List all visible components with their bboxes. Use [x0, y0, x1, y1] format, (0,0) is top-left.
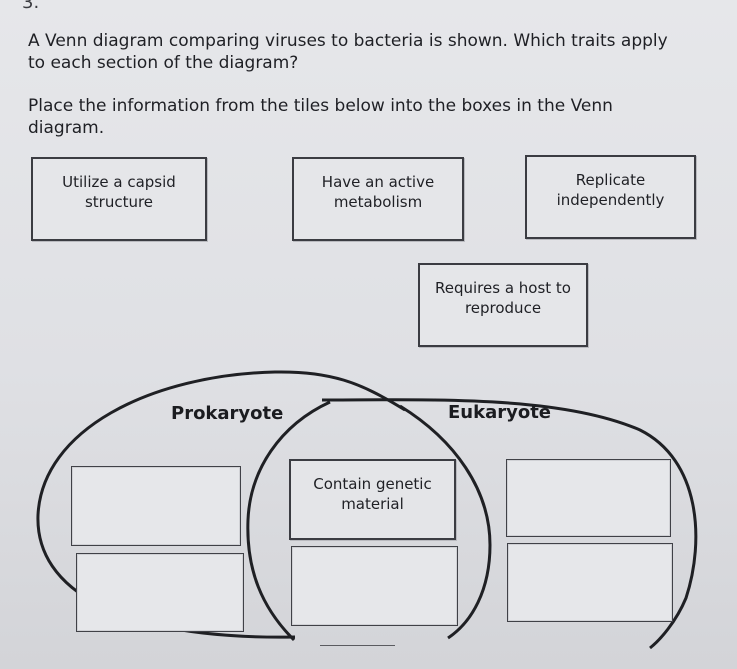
drop-box-eukaryote-1[interactable]: [506, 459, 671, 537]
tile-contain-genetic-material[interactable]: Contain genetic material: [289, 459, 456, 540]
eukaryote-circle-outer: [321, 398, 698, 650]
overlap-right-arc: [399, 404, 492, 640]
drop-box-eukaryote-2[interactable]: [507, 543, 673, 622]
drop-box-prokaryote-2[interactable]: [76, 553, 244, 632]
question-instruction: Place the information from the tiles bel…: [28, 96, 613, 138]
bottom-line: [320, 645, 395, 646]
question-text: A Venn diagram comparing viruses to bact…: [28, 31, 668, 73]
tile-utilize-capsid[interactable]: Utilize a capsid structure: [31, 157, 207, 241]
tile-active-metabolism[interactable]: Have an active metabolism: [292, 157, 464, 241]
drop-box-overlap-2[interactable]: [291, 546, 458, 626]
tile-label: Have an active metabolism: [321, 173, 435, 211]
tile-label: Replicate independently: [556, 171, 665, 209]
prokaryote-label: Prokaryote: [171, 403, 284, 424]
tile-label: Requires a host to reproduce: [435, 279, 571, 317]
tile-label: Utilize a capsid structure: [62, 173, 176, 211]
question-number: 3.: [22, 0, 40, 13]
overlap-left-arc: [246, 400, 331, 642]
drop-box-prokaryote-1[interactable]: [71, 466, 241, 546]
tile-label: Contain genetic material: [313, 474, 432, 513]
tile-requires-host[interactable]: Requires a host to reproduce: [418, 263, 588, 347]
eukaryote-label: Eukaryote: [448, 402, 552, 423]
tile-replicate-independently[interactable]: Replicate independently: [525, 155, 696, 239]
